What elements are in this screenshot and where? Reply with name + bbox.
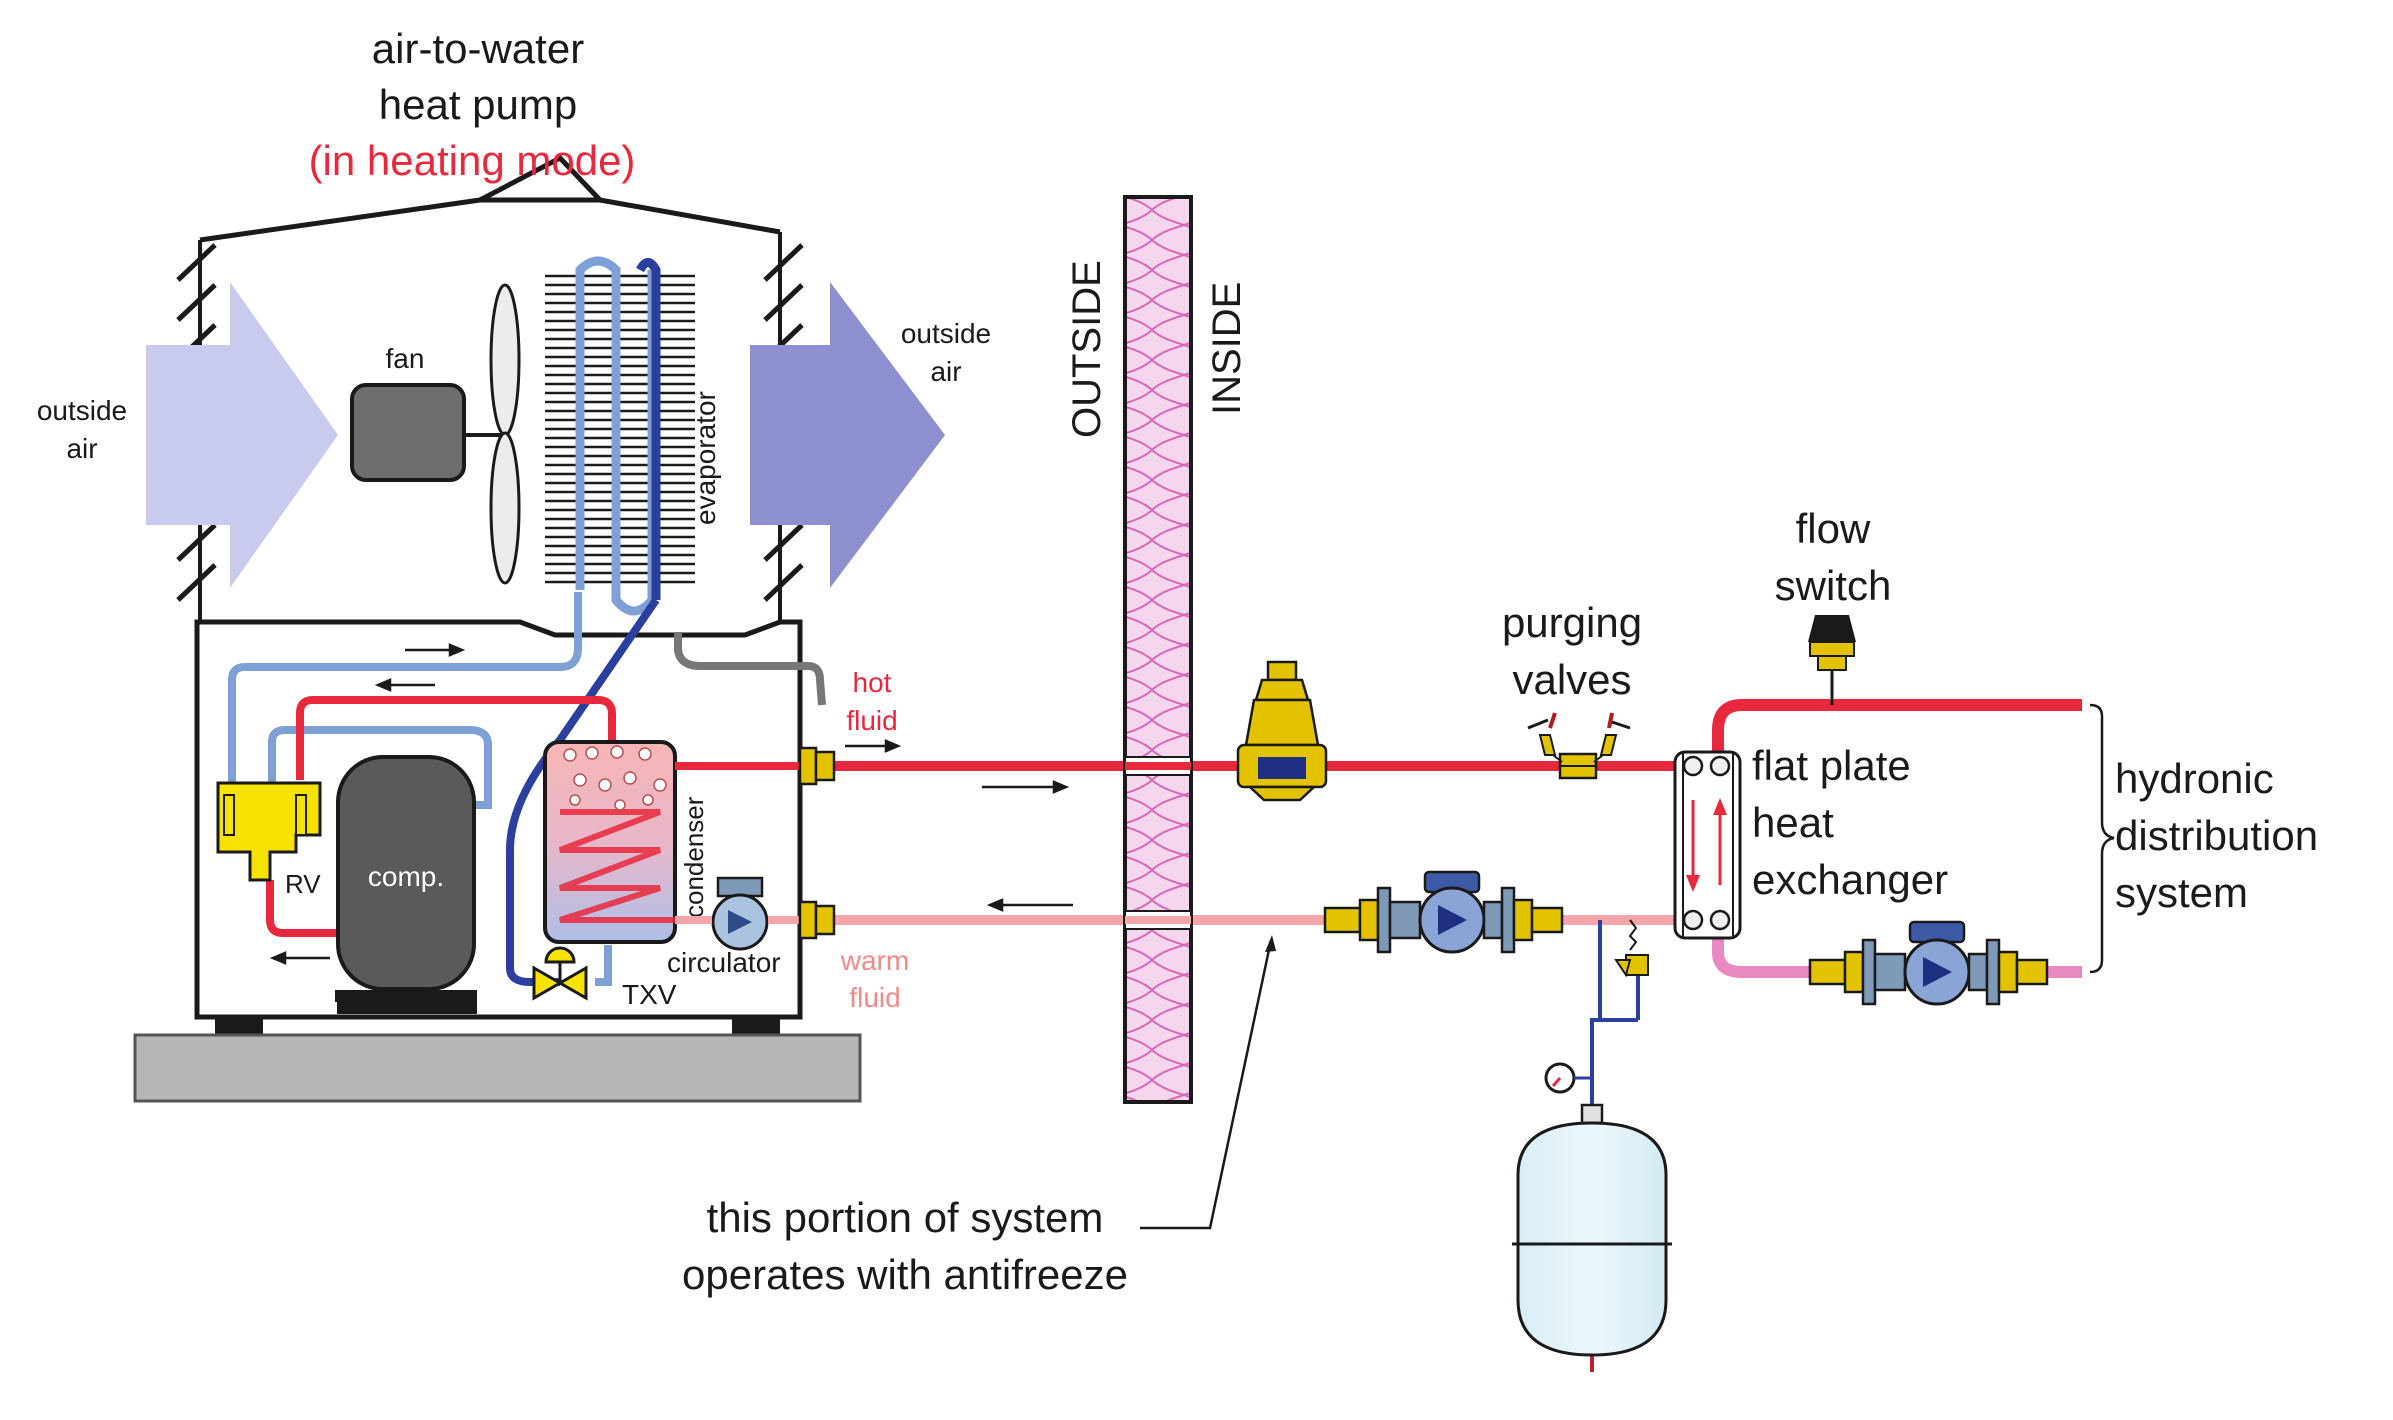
secondary-return-pipe (1712, 930, 2082, 978)
distribution-label-3: system (2115, 869, 2248, 916)
flow-switch-label-1: flow (1796, 505, 1871, 552)
outside-air-right-label-1: outside (901, 318, 991, 349)
pipe-unions (798, 746, 836, 940)
flow-switch-label-2: switch (1775, 562, 1892, 609)
title-line-2: heat pump (379, 81, 577, 128)
distribution-label-2: distribution (2115, 812, 2318, 859)
hot-fluid-label-1: hot (853, 667, 892, 698)
warm-fluid-label-2: fluid (849, 982, 900, 1013)
purging-valves-label-1: purging (1502, 599, 1642, 646)
outside-air-right-label-2: air (930, 356, 961, 387)
hot-fluid-label-2: fluid (846, 705, 897, 736)
heat-exchanger-label-3: exchanger (1752, 856, 1948, 903)
reversing-valve-label: RV (285, 869, 321, 899)
fan-blade-lower (489, 431, 521, 585)
outside-air-left-label-2: air (66, 433, 97, 464)
evaporator-label: evaporator (690, 391, 721, 525)
heat-exchanger-label-1: flat plate (1752, 742, 1911, 789)
heat-pump-unit: comp. RV condenser TXV (37, 154, 991, 1103)
title-line-1: air-to-water (372, 25, 584, 72)
building-wall (1123, 195, 1193, 1104)
compressor-label: comp. (368, 861, 444, 892)
warm-fluid-label-1: warm (840, 945, 909, 976)
flow-switch (1808, 615, 1856, 671)
antifreeze-leader-line (1140, 944, 1272, 1230)
fan-blade-upper (489, 283, 521, 437)
pipe-flow-arrows (845, 739, 1073, 912)
compressor (336, 755, 476, 991)
heat-exchanger-label-2: heat (1752, 799, 1834, 846)
purging-valves-label-2: valves (1512, 656, 1631, 703)
relief-valve (1614, 919, 1649, 978)
expansion-tank (1512, 1103, 1672, 1357)
fan-label: fan (386, 343, 425, 374)
flat-plate-heat-exchanger (1673, 750, 1742, 940)
reversing-valve (216, 781, 322, 882)
air-separator (1236, 660, 1328, 802)
air-inlet-arrow (146, 282, 338, 588)
primary-circulator (1323, 870, 1564, 954)
circulator-label: circulator (667, 947, 781, 978)
distribution-bracket (2089, 703, 2115, 974)
secondary-circulator (1808, 920, 2049, 1006)
antifreeze-label-1: this portion of system (707, 1194, 1104, 1241)
secondary-supply-pipe (1712, 699, 2082, 752)
purging-valves (1527, 712, 1631, 780)
internal-circulator (711, 876, 769, 951)
condenser-coil (558, 809, 675, 923)
antifreeze-label-2: operates with antifreeze (682, 1251, 1128, 1298)
expansion-valve-label: TXV (622, 979, 677, 1010)
refrigerant-flow-arrows (269, 643, 466, 965)
condenser-vessel (543, 740, 677, 944)
air-outlet-arrow (750, 282, 945, 588)
outside-air-left-label-1: outside (37, 395, 127, 426)
inside-wall-label: INSIDE (1205, 282, 1249, 415)
title-mode: (in heating mode) (309, 137, 636, 184)
condenser-label: condenser (679, 796, 709, 918)
distribution-label-1: hydronic (2115, 755, 2274, 802)
expansion-valve (532, 946, 588, 1001)
outside-wall-label: OUTSIDE (1065, 260, 1109, 438)
unit-roof (199, 197, 781, 243)
condenser-bubbles (563, 745, 667, 811)
pressure-gauge (1544, 1062, 1592, 1094)
fan-motor (350, 383, 466, 482)
concrete-pad (133, 1033, 862, 1103)
